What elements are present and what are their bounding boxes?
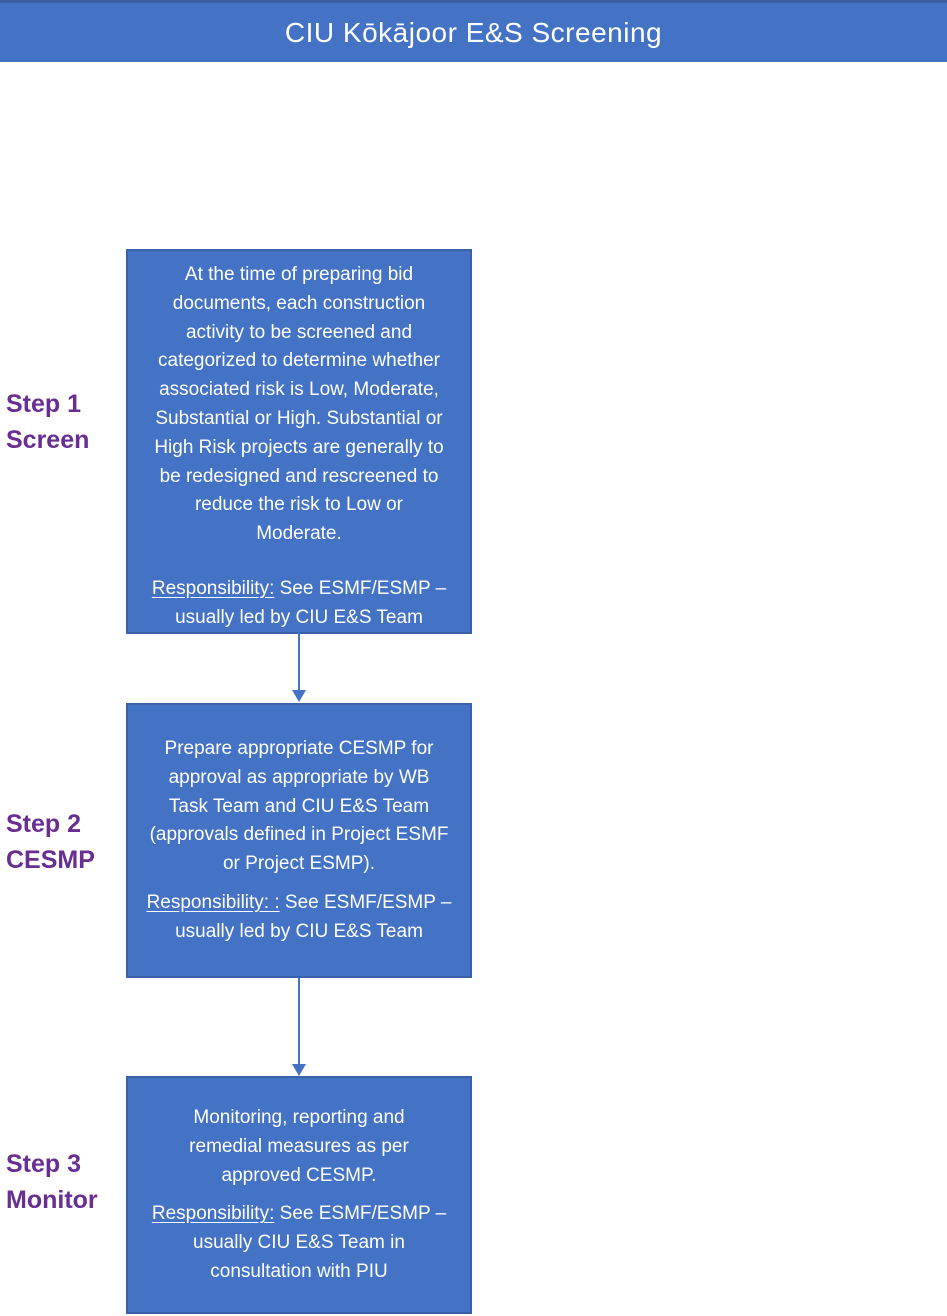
step1-label: Step 1 Screen	[6, 386, 89, 458]
step1-label-line1: Step 1	[6, 390, 82, 418]
step3-label: Step 3 Monitor	[6, 1146, 98, 1218]
step3-label-line2: Monitor	[6, 1186, 98, 1214]
arrow-line	[298, 978, 300, 1064]
step2-label-line2: CESMP	[6, 846, 95, 874]
step3-responsibility-text: See ESMF/ESMP – usually CIU E&S Team in …	[193, 1203, 447, 1282]
step1-label-line2: Screen	[6, 426, 90, 454]
arrow-down-icon	[292, 1064, 306, 1076]
step2-responsibility: Responsibility: : See ESMF/ESMP – usuall…	[132, 889, 466, 947]
step2-label-line1: Step 2	[6, 810, 82, 838]
step1-responsibility: Responsibility: See ESMF/ESMP – usually …	[132, 575, 466, 633]
step2-responsibility-label: Responsibility: :	[146, 891, 280, 913]
step3-responsibility: Responsibility: See ESMF/ESMP – usually …	[132, 1200, 466, 1286]
arrow-step2-to-step3	[291, 978, 307, 1076]
step3-label-line1: Step 3	[6, 1150, 82, 1178]
step2-body-text: Prepare appropriate CESMP for approval a…	[149, 738, 449, 875]
step1-responsibility-label: Responsibility:	[151, 577, 275, 599]
step2-box: Prepare appropriate CESMP for approval a…	[126, 703, 472, 978]
arrow-step1-to-step2	[291, 632, 307, 702]
arrow-down-icon	[292, 690, 306, 702]
step3-body-text: Monitoring, reporting and remedial measu…	[189, 1107, 409, 1186]
step2-responsibility-text: See ESMF/ESMP – usually led by CIU E&S T…	[175, 891, 452, 942]
step3-box: Monitoring, reporting and remedial measu…	[126, 1076, 472, 1314]
header-bar: CIU Kōkājoor E&S Screening	[0, 0, 947, 62]
step2-label: Step 2 CESMP	[6, 806, 95, 878]
step1-box: At the time of preparing bid documents, …	[126, 249, 472, 634]
step3-responsibility-label: Responsibility:	[151, 1203, 275, 1225]
step1-body-text: At the time of preparing bid documents, …	[154, 264, 444, 545]
step1-responsibility-text: See ESMF/ESMP – usually led by CIU E&S T…	[175, 577, 447, 628]
arrow-line	[298, 632, 300, 690]
page-title: CIU Kōkājoor E&S Screening	[284, 16, 663, 48]
